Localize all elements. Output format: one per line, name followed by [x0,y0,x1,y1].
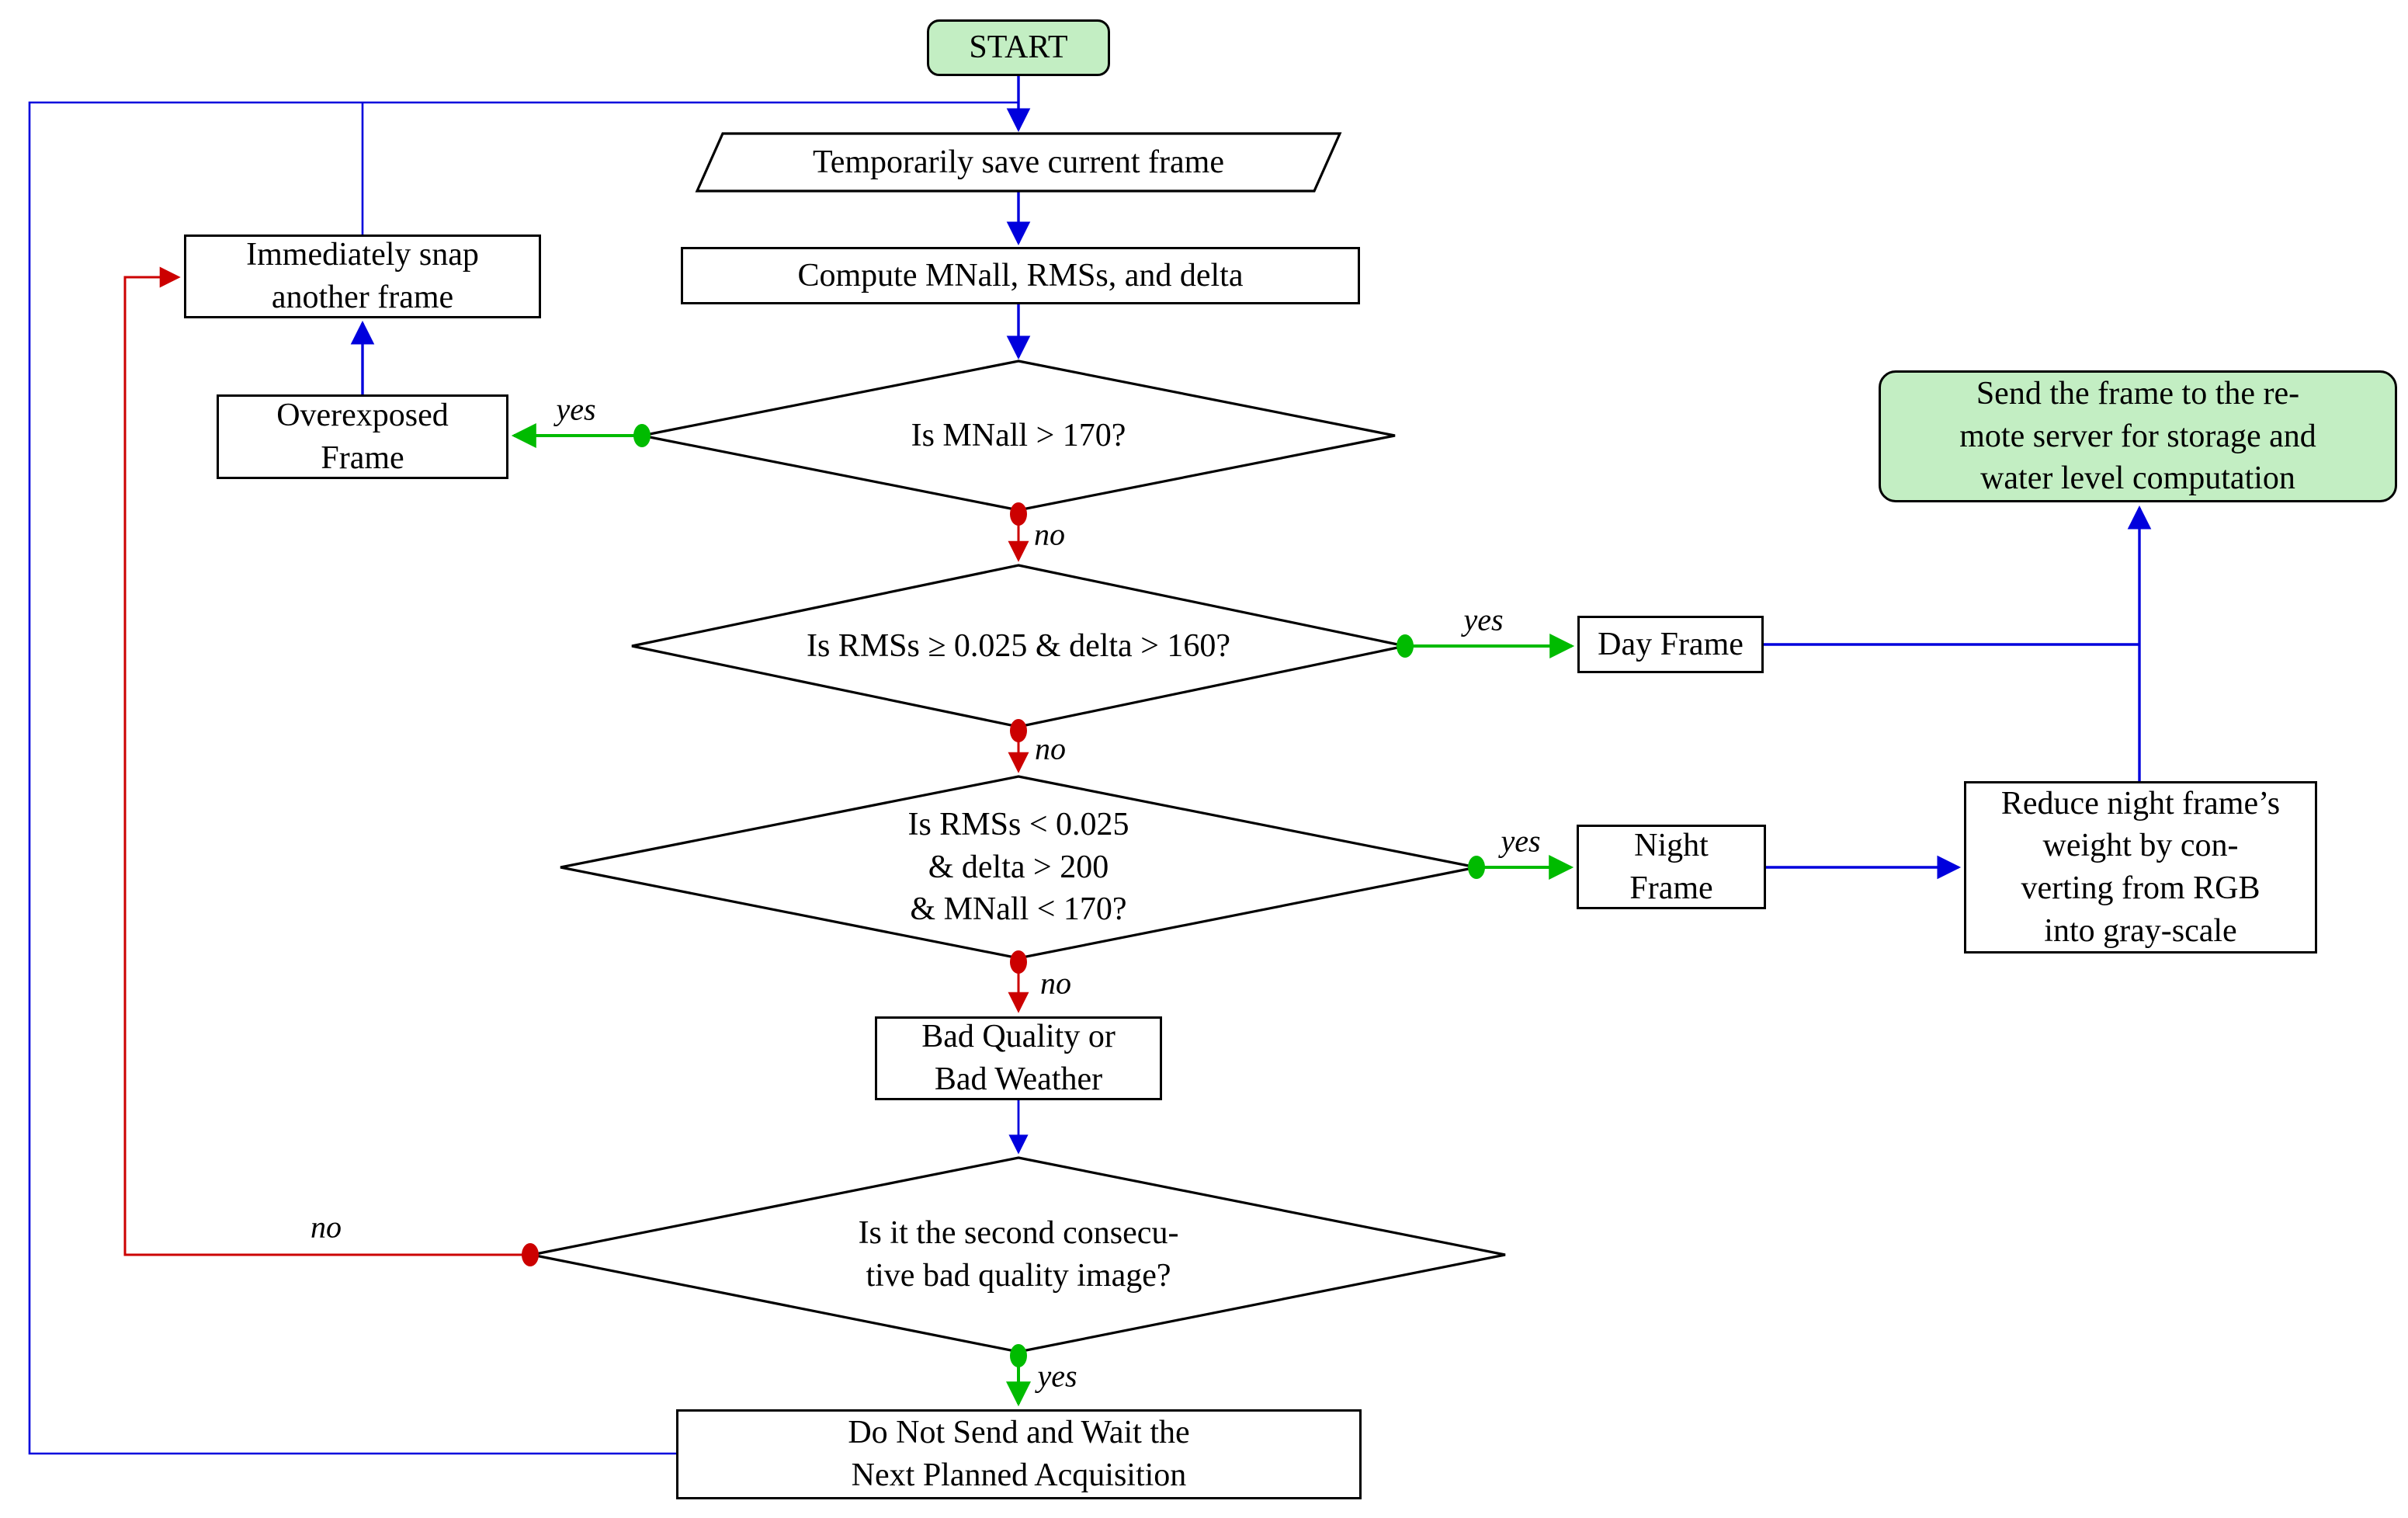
send-remote-node: Send the frame to the re- mote server fo… [1879,370,2397,502]
decision4-no-dot [522,1243,539,1266]
decision1-no-label: no [1034,516,1065,552]
decision3-no-dot [1010,950,1027,974]
overexposed-node: Overexposed Frame [217,394,508,479]
decision3-label: Is RMSs < 0.025 & delta > 200 & MNall < … [907,807,1129,928]
decision2-label: Is RMSs ≥ 0.025 & delta > 160? [806,627,1231,664]
decision1-yes-label: yes [556,391,596,427]
edge-decision4-no-loop [123,266,529,1256]
snap-another-node: Immediately snap another frame [184,234,541,318]
decision3-no-label: no [1040,965,1071,1001]
decision4-label: Is it the second consecu- tive bad quali… [858,1215,1179,1294]
decision4-yes-dot [1010,1344,1027,1367]
bad-quality-node: Bad Quality or Bad Weather [875,1016,1162,1100]
decision2-yes-label: yes [1463,602,1504,637]
decision1-no-dot [1010,502,1027,526]
decision2-yes-dot [1397,634,1414,658]
decision4-yes-label: yes [1037,1358,1077,1394]
compute-node: Compute MNall, RMSs, and delta [681,247,1360,304]
decision3-yes-label: yes [1501,823,1541,859]
save-frame-label: Temporarily save current frame [813,144,1224,180]
decision1-label: Is MNall > 170? [911,417,1126,453]
decision2-no-dot [1010,719,1027,742]
day-frame-node: Day Frame [1577,616,1764,673]
save-frame-parallelogram [695,132,1342,193]
decision3-yes-dot [1468,856,1485,879]
decision4-no-label: no [311,1209,342,1245]
night-frame-node: Night Frame [1577,825,1766,909]
do-not-send-node: Do Not Send and Wait the Next Planned Ac… [676,1409,1362,1499]
reduce-weight-node: Reduce night frame’s weight by con- vert… [1964,781,2317,954]
start-node: START [927,19,1110,76]
decision2-no-label: no [1035,731,1066,766]
edge-loop-bottom-to-save [28,101,1018,1455]
decision1-yes-dot [633,424,651,447]
